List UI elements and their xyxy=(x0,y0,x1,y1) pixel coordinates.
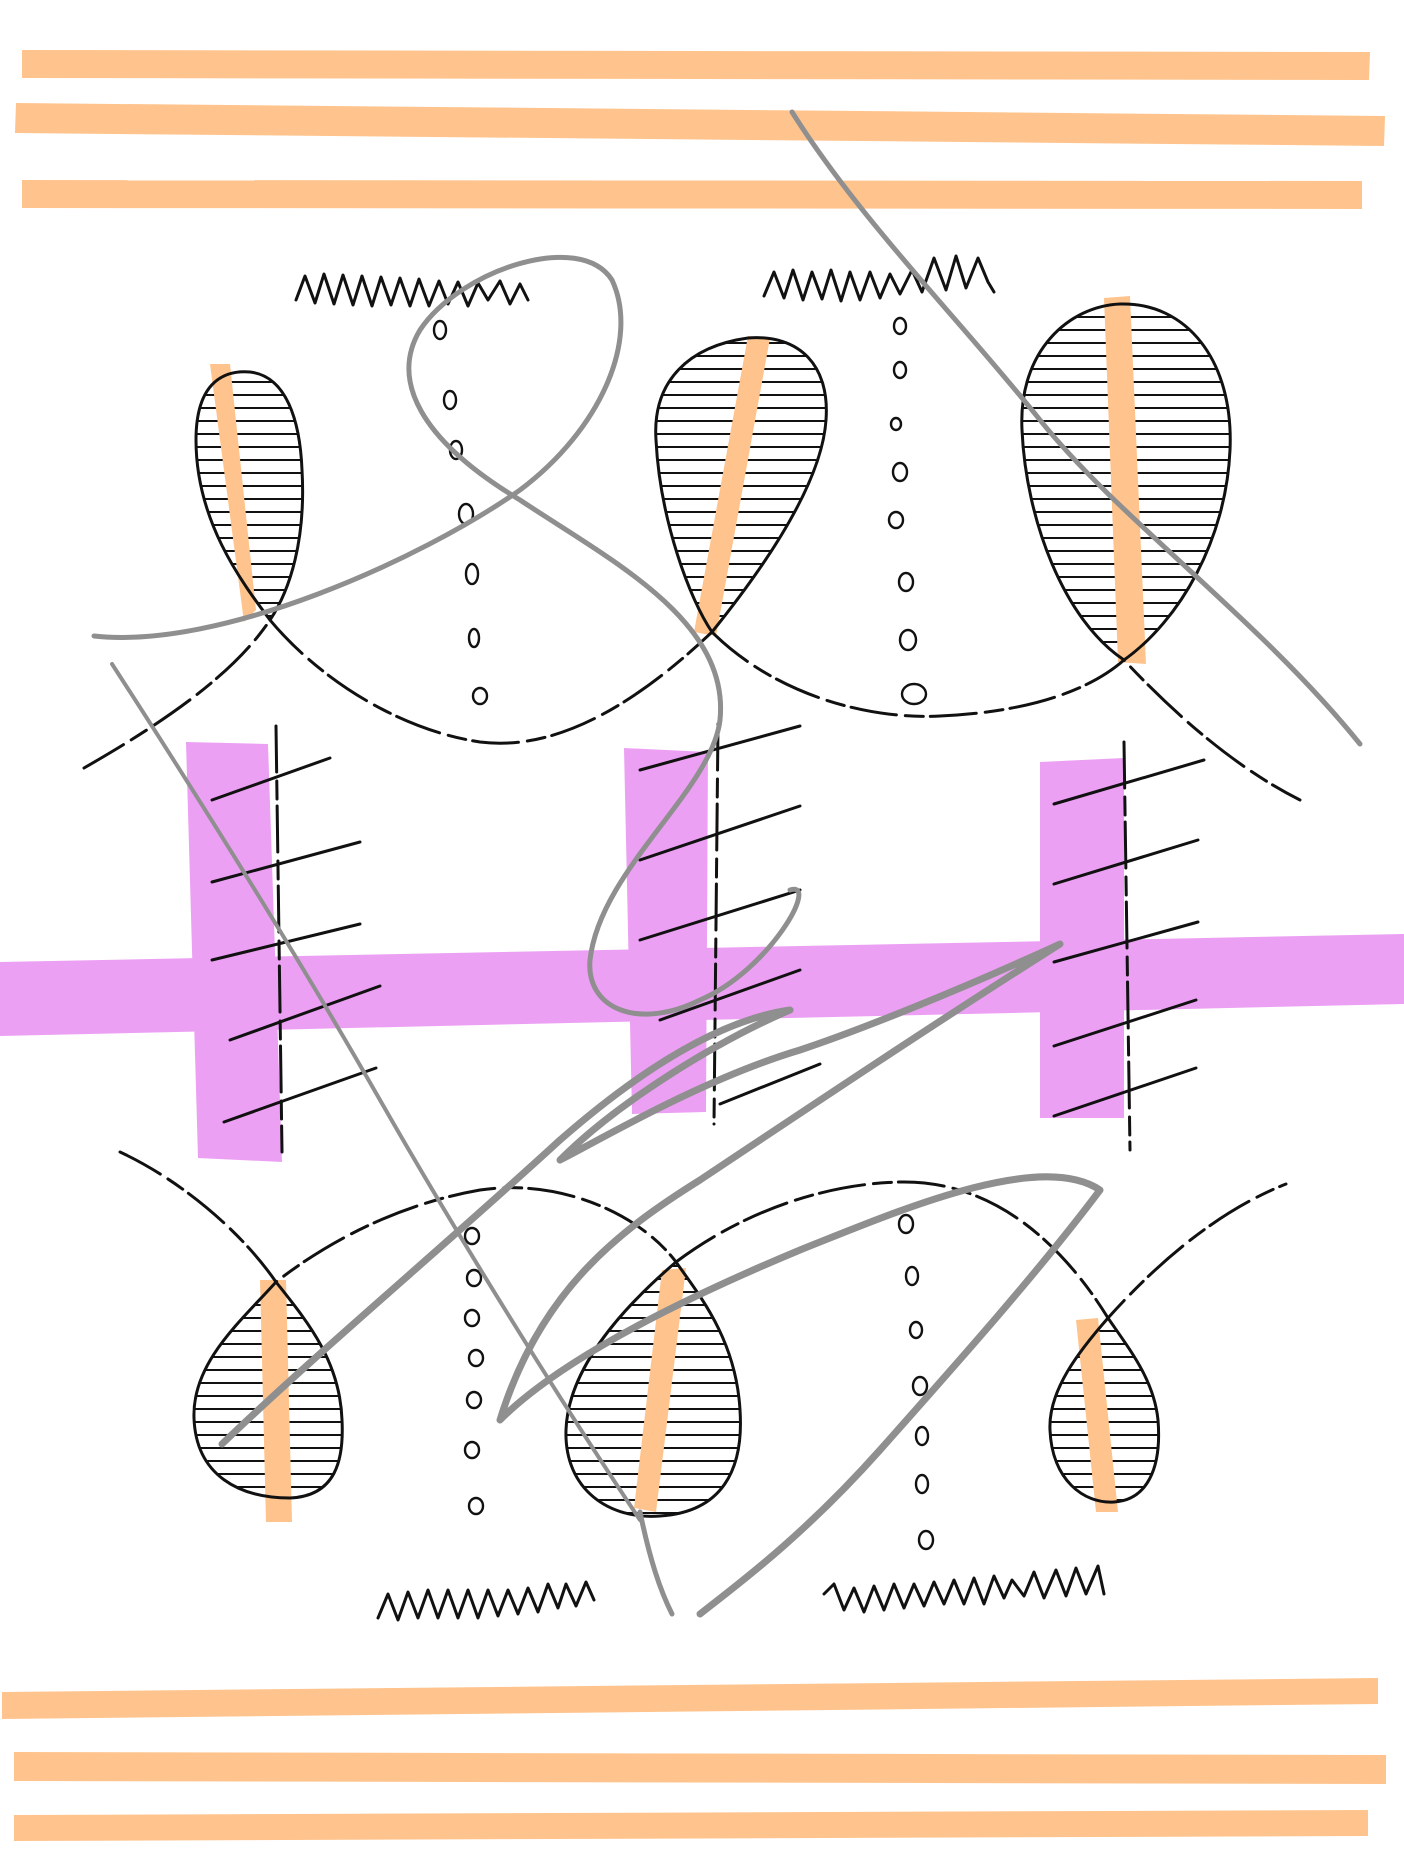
bottom-stripe-3 xyxy=(14,1810,1368,1841)
magenta-block-right xyxy=(1040,758,1124,1118)
top-stripes xyxy=(15,50,1385,209)
teardrop-bottom-middle xyxy=(564,1260,742,1518)
curve-upper-right xyxy=(710,630,1302,802)
scribble-zig-middle xyxy=(218,940,1104,1618)
bottom-zigzags xyxy=(376,1564,1106,1622)
curve-lower-right xyxy=(674,1180,1288,1320)
teardrop-top-right xyxy=(1020,296,1232,664)
dot-column-bottom-left xyxy=(463,1226,485,1516)
top-teardrops xyxy=(194,296,1232,664)
dot-column-top-right xyxy=(887,316,928,706)
zigzag-top-right xyxy=(762,254,996,303)
bottom-stripe-2 xyxy=(14,1752,1386,1784)
teardrop-bottom-left xyxy=(192,1280,344,1522)
curve-lower-left xyxy=(118,1150,678,1284)
bottom-stripe-1 xyxy=(2,1678,1378,1719)
top-stripe-3 xyxy=(22,180,1362,209)
tick-post-middle xyxy=(638,722,822,1126)
teardrop-top-left xyxy=(194,364,305,622)
curve-upper-left xyxy=(82,618,714,770)
zigzag-bottom-right xyxy=(822,1564,1106,1614)
top-stripe-1 xyxy=(22,50,1370,80)
magenta-block-left xyxy=(186,742,282,1162)
scribble-lower-hook xyxy=(637,1509,675,1617)
bottom-stripes xyxy=(2,1678,1386,1841)
zigzag-bottom-left xyxy=(376,1580,596,1622)
tick-post-right xyxy=(1052,740,1206,1152)
bottom-teardrops xyxy=(192,1260,1161,1522)
zigzag-top-left xyxy=(294,272,530,308)
black-curves xyxy=(82,618,1302,1320)
scribble-diagonal-long xyxy=(110,662,642,1522)
dot-columns xyxy=(432,316,935,1551)
magenta-blocks xyxy=(186,742,1124,1162)
top-zigzags xyxy=(294,254,996,308)
teardrop-bottom-right xyxy=(1048,1316,1161,1512)
top-stripe-2 xyxy=(15,103,1385,146)
gray-scribbles xyxy=(91,109,1363,1618)
magenta-band xyxy=(0,934,1404,1036)
dot-column-top-left xyxy=(432,319,489,706)
dot-column-bottom-right xyxy=(897,1213,935,1551)
scribble-loop-top xyxy=(91,254,802,1017)
scribble-diagonal-right xyxy=(789,109,1363,747)
teardrop-top-middle xyxy=(654,336,828,636)
